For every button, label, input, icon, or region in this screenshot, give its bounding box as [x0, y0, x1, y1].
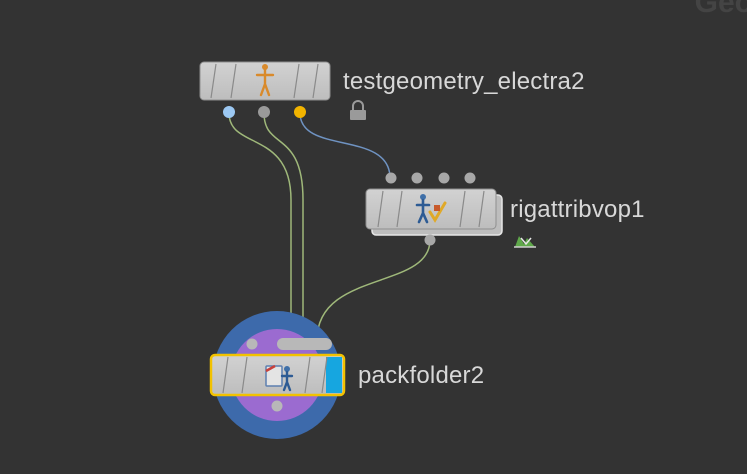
node-label-packfolder2[interactable]: packfolder2	[358, 362, 485, 389]
node-label-rigattribvop1[interactable]: rigattribvop1	[510, 196, 645, 223]
wire-testgeometry-out0-to-packfolder[interactable]	[228, 112, 292, 340]
input-connector-1[interactable]	[385, 172, 397, 184]
wire-testgeometry-out1-to-packfolder[interactable]	[263, 112, 304, 340]
node-rigattribvop1[interactable]	[365, 172, 536, 248]
wires	[228, 112, 431, 341]
node-label-testgeometry-electra2[interactable]: testgeometry_electra2	[343, 68, 585, 95]
output-connector-3[interactable]	[294, 106, 306, 118]
multi-input-connector[interactable]	[277, 338, 332, 350]
input-connector-4[interactable]	[464, 172, 476, 184]
output-connector[interactable]	[271, 400, 283, 412]
input-connector-2[interactable]	[411, 172, 423, 184]
node-testgeometry-electra2[interactable]	[199, 61, 366, 120]
rig-vop-icon	[415, 194, 447, 224]
node-packfolder2[interactable]	[209, 311, 346, 439]
output-flag-icon[interactable]	[514, 236, 536, 248]
output-connector[interactable]	[424, 234, 436, 246]
network-context-label: Geo	[694, 0, 747, 19]
output-connector-2[interactable]	[258, 106, 270, 118]
input-connector-left[interactable]	[246, 338, 258, 350]
wire-rigattribvop-to-packfolder[interactable]	[316, 239, 431, 341]
packfolder-icon	[265, 364, 294, 392]
lock-icon[interactable]	[350, 100, 366, 120]
wire-testgeometry-out2-to-rigattribvop[interactable]	[299, 112, 391, 179]
electra-figure-icon	[255, 64, 275, 97]
input-connector-3[interactable]	[438, 172, 450, 184]
display-flag[interactable]	[326, 357, 342, 393]
output-connector-1[interactable]	[223, 106, 235, 118]
